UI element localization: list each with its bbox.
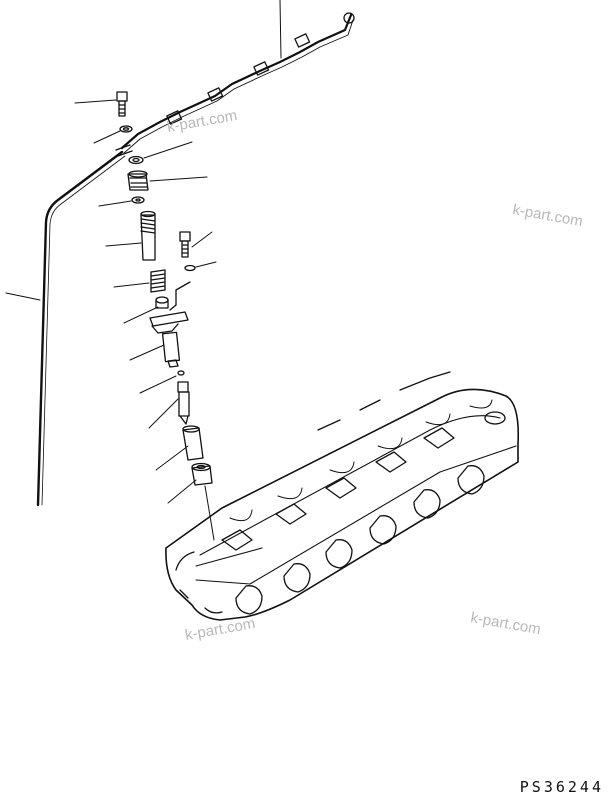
washer-top [93, 125, 133, 144]
clamp [169, 281, 191, 311]
nozzle [148, 381, 190, 429]
nozzle-holder-rod [105, 210, 156, 261]
bolt-right [179, 231, 213, 258]
o-ring [139, 370, 185, 394]
cylinder-head [165, 371, 520, 621]
leak-off-tube [5, 150, 126, 507]
washer-small [98, 196, 145, 207]
spring [113, 269, 166, 293]
nozzle-seat [167, 462, 215, 541]
gasket [128, 141, 193, 165]
injection-pipe [115, 0, 355, 157]
watermark-2: k-part.com [511, 201, 584, 230]
injector-assembly [123, 296, 189, 368]
watermark-4: k-part.com [469, 609, 542, 638]
sleeve-nut [127, 170, 208, 191]
bolt-top [74, 91, 128, 117]
diagram-code: PS36244 [519, 778, 604, 796]
washer-right [184, 261, 217, 272]
nozzle-sleeve [155, 425, 204, 471]
